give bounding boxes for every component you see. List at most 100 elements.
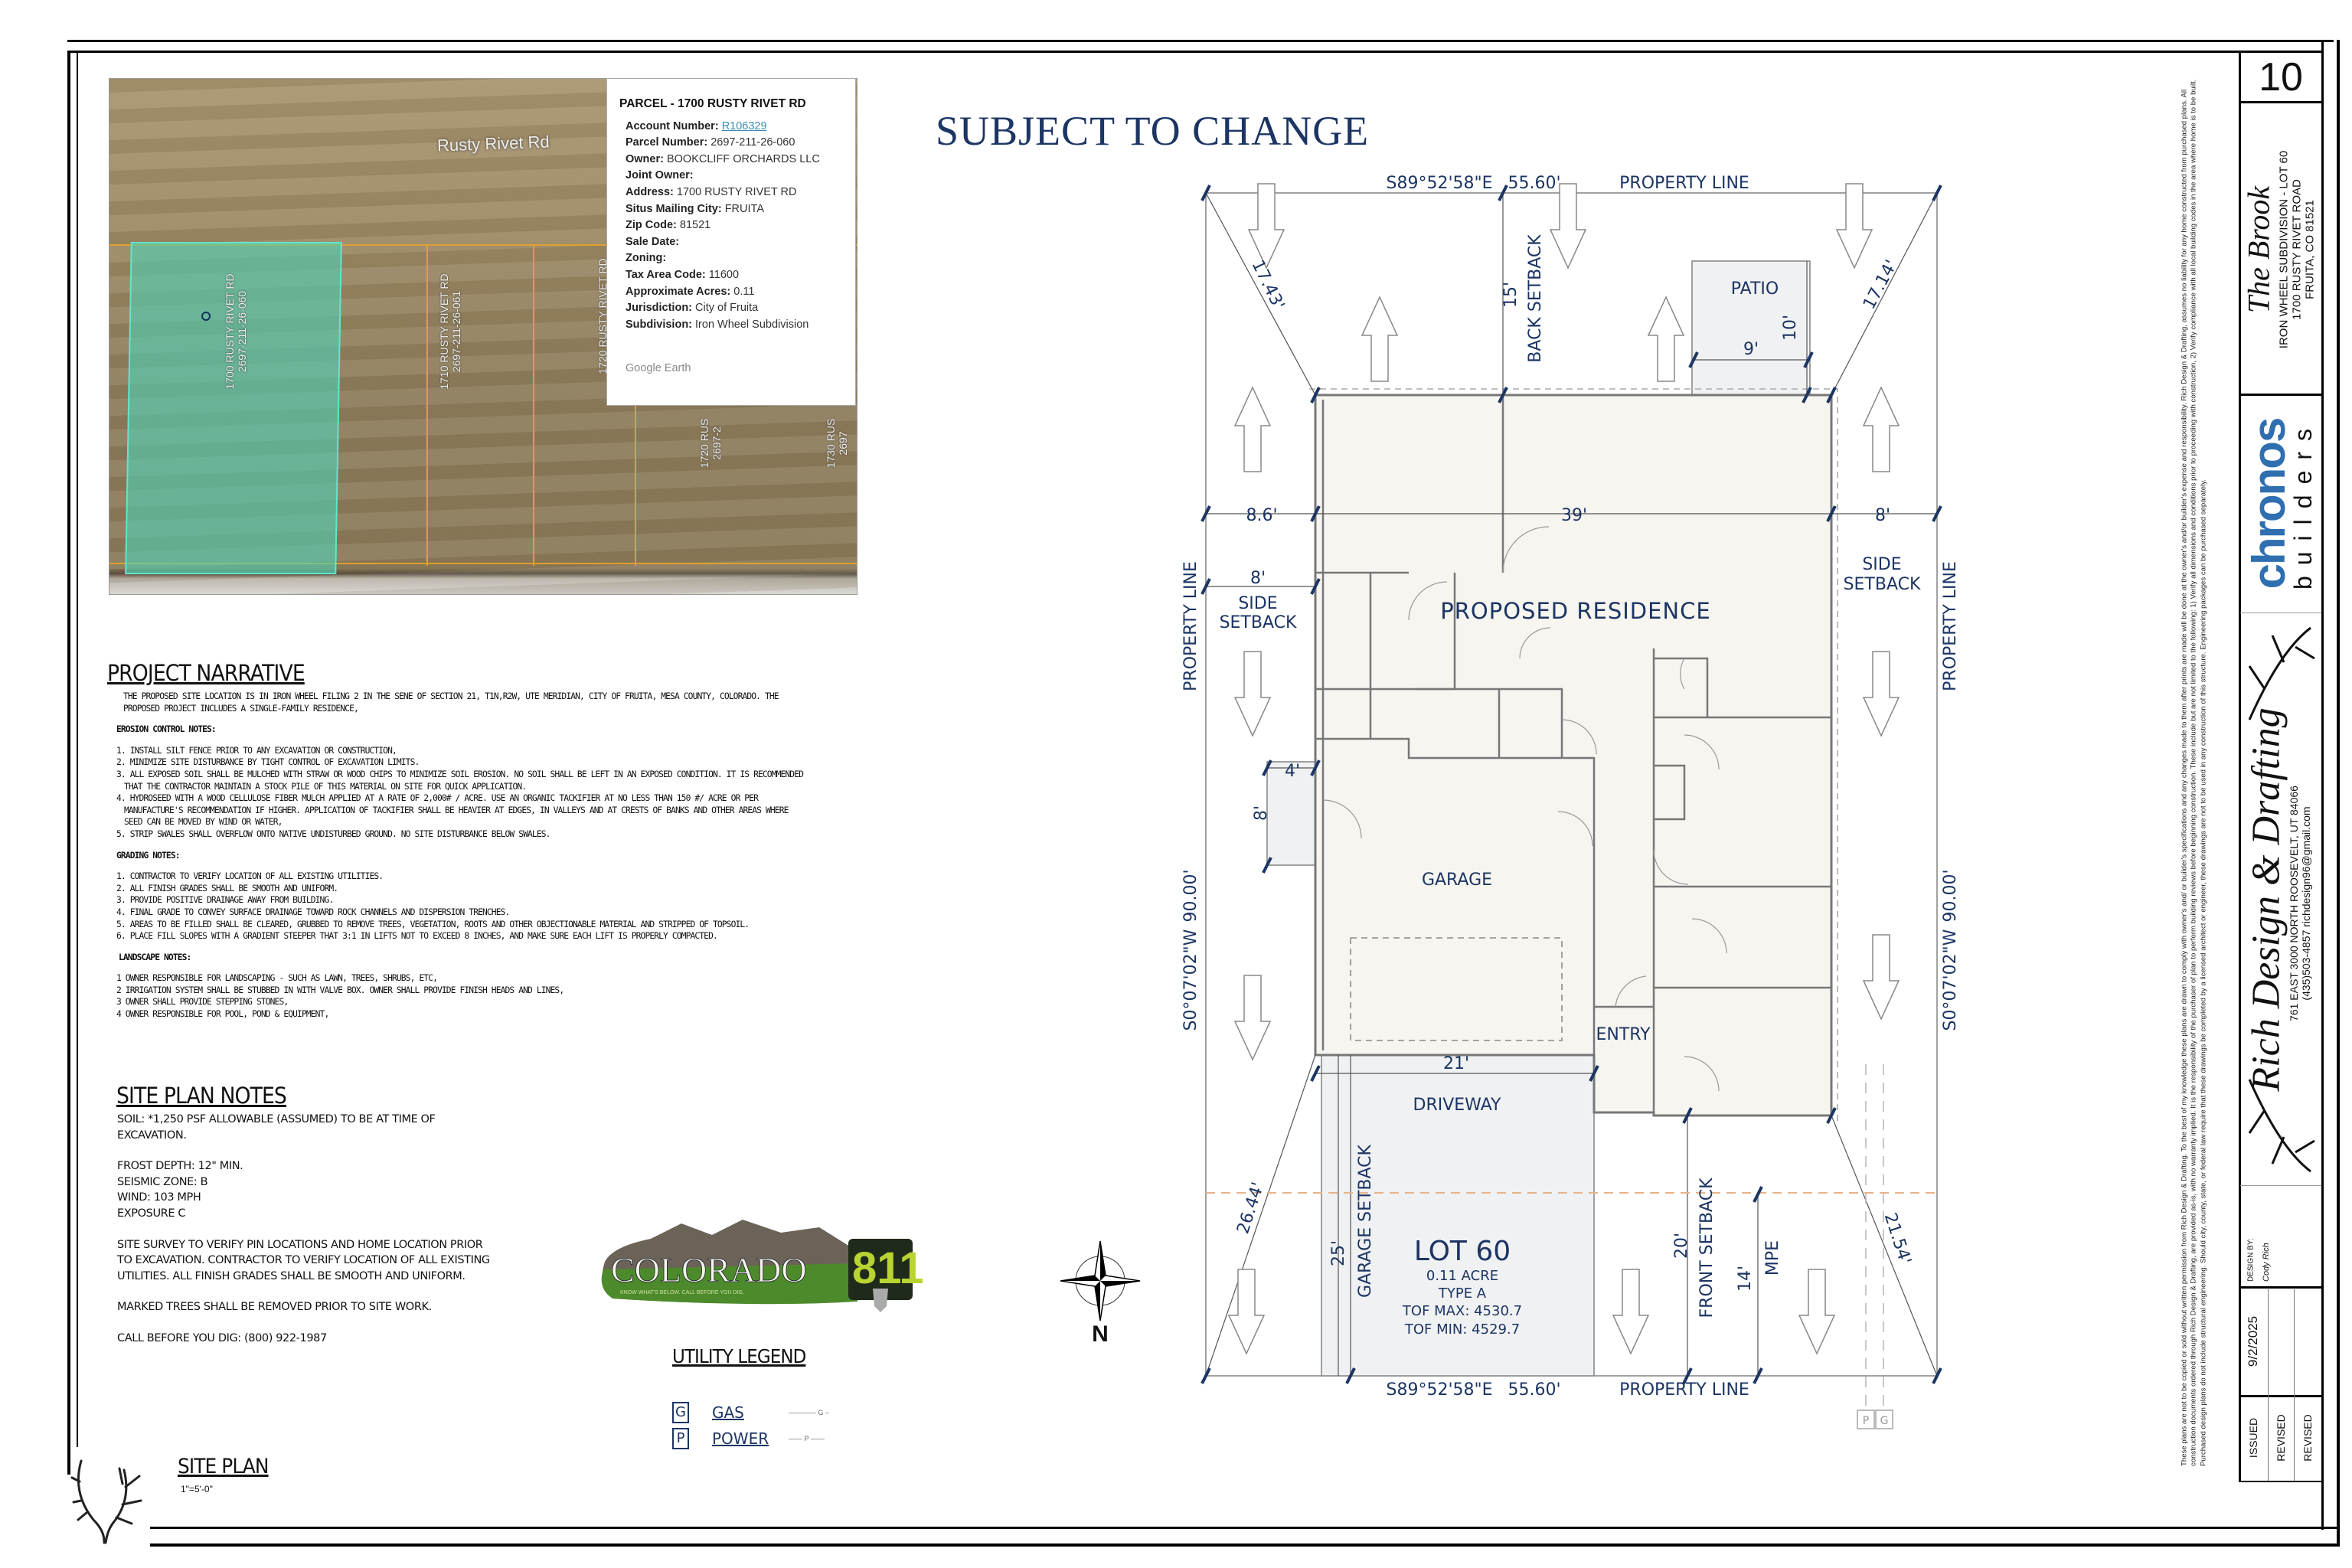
- frame-top-inner: [67, 51, 2242, 53]
- erosion-note: 2. MINIMIZE SITE DISTURBANCE BY TIGHT CO…: [116, 757, 420, 768]
- lot-type: TYPE A: [1438, 1285, 1487, 1302]
- drainage-arrow-down-icon: [1227, 1269, 1266, 1355]
- dimension-tick: [1200, 505, 1211, 522]
- patio-width: 9': [1743, 340, 1759, 359]
- left-length: 90.00': [1181, 869, 1200, 922]
- disclaimer: These plans are not to be copied or sold…: [2180, 79, 2208, 1466]
- parcel-field: Sale Date:: [626, 235, 680, 248]
- frame-bottom-inner: [150, 1527, 2340, 1529]
- dimension-tick: [1310, 578, 1321, 595]
- project-narrative-heading: PROJECT NARRATIVE: [107, 660, 305, 686]
- dimension-tick: [1826, 505, 1837, 522]
- landscape-note: 1 OWNER RESPONSIBLE FOR LANDSCAPING - SU…: [116, 973, 438, 984]
- dimension-tick: [1682, 1367, 1693, 1384]
- parcel-info-card: PARCEL - 1700 RUSTY RIVET RD Account Num…: [606, 78, 856, 406]
- subject-to-change-banner: SUBJECT TO CHANGE: [936, 108, 1370, 154]
- project-narrative: THE PROPOSED SITE LOCATION IS IN IRON WH…: [116, 691, 805, 1021]
- dimension-tick: [1200, 1367, 1211, 1384]
- note-exposure: EXPOSURE C: [117, 1207, 186, 1220]
- frame-left-inner: [77, 51, 78, 1475]
- landscape-heading: LANDSCAPE NOTES:: [119, 952, 191, 962]
- dimension-tick: [1826, 1107, 1837, 1124]
- map-source: Google Earth: [626, 362, 691, 375]
- erosion-note: 4. HYDROSEED WITH A WOOD CELLULOSE FIBER…: [116, 793, 789, 828]
- interior-walls: [1315, 395, 1831, 1116]
- issued-date: 9/2/2025: [2246, 1315, 2260, 1367]
- tof-max: TOF MAX: 4530.7: [1402, 1303, 1522, 1319]
- plan-labels: S89°52'58"E 55.60' PROPERTY LINE S89°52'…: [1181, 174, 1960, 1427]
- top-property-line: PROPERTY LINE: [1619, 174, 1749, 193]
- drainage-arrow-down-icon: [1612, 1269, 1650, 1355]
- grading-note: 6. PLACE FILL SLOPES WITH A GRADIENT STE…: [116, 931, 718, 942]
- account-number-link[interactable]: R106329: [721, 119, 767, 132]
- bump-height: 8': [1252, 805, 1271, 821]
- erosion-heading: EROSION CONTROL NOTES:: [116, 724, 217, 735]
- designer-name: Rich Design & Drafting: [2244, 707, 2288, 1092]
- site-plan-title: SITE PLAN: [178, 1455, 269, 1478]
- top-length: 55.60': [1508, 174, 1560, 193]
- mpe-label: MPE: [1763, 1240, 1782, 1276]
- right-property-line: PROPERTY LINE: [1941, 561, 1960, 691]
- landscape-note: 4 OWNER RESPONSIBLE FOR POOL, POND & EQU…: [116, 1009, 329, 1020]
- dimension-tick: [1262, 857, 1272, 874]
- drainage-arrow-down-icon: [1798, 1269, 1836, 1355]
- utility-lines: [1865, 1064, 1884, 1410]
- bottom-bearing: S89°52'58"E: [1386, 1380, 1492, 1400]
- frame-top: [67, 40, 2334, 42]
- dimension-tick: [1589, 1065, 1599, 1082]
- drainage-arrow-up-icon: [1862, 386, 1900, 472]
- elk-antler-logo: [70, 1447, 150, 1547]
- parcel-field: Zoning:: [626, 252, 667, 265]
- drainage-arrow-down-icon: [1233, 975, 1272, 1061]
- lot-number: LOT 60: [1414, 1236, 1511, 1267]
- dimension-tick: [1310, 1065, 1321, 1082]
- grading-note: 1. CONTRACTOR TO VERIFY LOCATION OF ALL …: [116, 871, 384, 882]
- driveway-label: DRIVEWAY: [1413, 1096, 1502, 1115]
- erosion-note: 5. STRIP SWALES SHALL OVERFLOW ONTO NATI…: [116, 828, 550, 839]
- parcel-marker-icon: [201, 312, 211, 321]
- gas-box: [1875, 1410, 1893, 1429]
- site-plan-scale: 1"=5'-0": [181, 1484, 213, 1494]
- landscape-note: 3 OWNER SHALL PROVIDE STEPPING STONES,: [116, 997, 289, 1008]
- dim-right: 8': [1875, 506, 1890, 525]
- car-outline: [1350, 937, 1563, 1041]
- bump-width: 4': [1285, 762, 1300, 781]
- note-call-before-dig: CALL BEFORE YOU DIG: (800) 922-1987: [117, 1331, 327, 1344]
- dimension-tick: [1826, 387, 1837, 403]
- note-frost: FROST DEPTH: 12" MIN.: [117, 1160, 243, 1173]
- svg-text:811: 811: [852, 1243, 924, 1293]
- dimension-tick: [1200, 578, 1211, 595]
- frame-bottom: [84, 1544, 2340, 1547]
- note-wind: WIND: 103 MPH: [117, 1191, 201, 1204]
- revised-label: REVISED: [2301, 1414, 2314, 1462]
- house-footprint: [1314, 394, 1833, 1117]
- dimension-tick: [1310, 760, 1321, 776]
- parcel-field: Parcel Number: 2697-211-26-060: [626, 136, 795, 149]
- garage-label: GARAGE: [1422, 871, 1492, 890]
- bottom-length: 55.60': [1508, 1380, 1560, 1400]
- note-soil: SOIL: *1,250 PSF ALLOWABLE (ASSUMED) TO …: [117, 1113, 436, 1142]
- parcel-field: Zip Code: 81521: [626, 219, 711, 232]
- designer-contact: 761 EAST 3000 NORTH ROOSEVELT, UT 84066(…: [2288, 786, 2312, 1021]
- dimension-tick: [1200, 185, 1211, 201]
- proposed-residence-label: PROPOSED RESIDENCE: [1440, 598, 1710, 624]
- power-box-label: P: [1863, 1415, 1869, 1427]
- erosion-note: 1. INSTALL SILT FENCE PRIOR TO ANY EXCAV…: [116, 745, 397, 756]
- dimension-tick: [1498, 185, 1508, 201]
- dim-left: 8.6': [1246, 506, 1277, 525]
- parcel-field: Jurisdiction: City of Fruita: [626, 302, 759, 315]
- drainage-arrow-down-icon: [1835, 183, 1873, 270]
- garage-width: 21': [1443, 1054, 1469, 1073]
- back-setback-dim: 15': [1501, 282, 1521, 308]
- revised-label: REVISED: [2275, 1414, 2287, 1462]
- parcel-field: Account Number: R106329: [626, 119, 767, 132]
- grading-note: 2. ALL FINISH GRADES SHALL BE SMOOTH AND…: [116, 883, 338, 893]
- right-bearing: S0°07'02"W: [1941, 929, 1960, 1031]
- grading-heading: GRADING NOTES:: [116, 850, 181, 861]
- svg-text:KNOW WHAT'S BELOW. CALL BEFORE: KNOW WHAT'S BELOW. CALL BEFORE YOU DIG.: [620, 1290, 744, 1295]
- dimension-tick: [1310, 387, 1321, 403]
- garage-setback-dim: 25': [1329, 1240, 1348, 1266]
- elk-antler-icon: [2248, 1079, 2315, 1173]
